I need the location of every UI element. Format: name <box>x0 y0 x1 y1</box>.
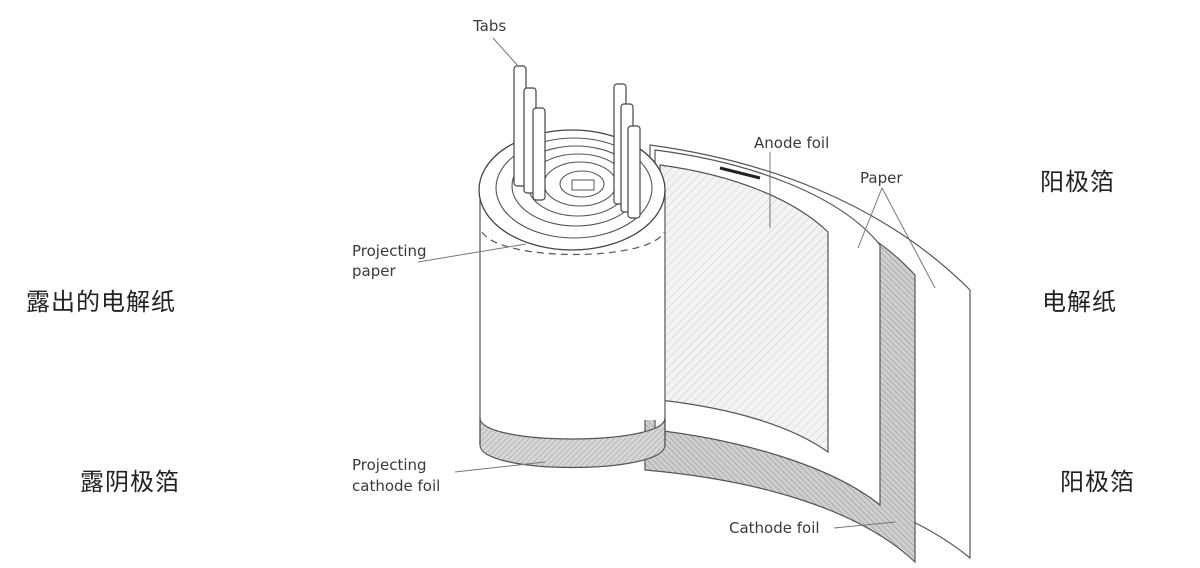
zh-anode-foil-label: 阳极箔 <box>1040 168 1115 196</box>
projecting-cathode-label-1: Projecting <box>352 456 427 474</box>
projecting-cathode-band <box>479 417 666 469</box>
anode-foil-sheet <box>659 164 829 454</box>
projecting-paper-label-2: paper <box>352 262 396 280</box>
anode-foil-edge <box>719 166 761 180</box>
cathode-foil-label: Cathode foil <box>729 519 820 537</box>
tabs-label: Tabs <box>472 17 506 35</box>
zh-cathode-foil-label: 阳极箔 <box>1060 468 1135 496</box>
zh-paper-label: 电解纸 <box>1042 288 1117 316</box>
anode-foil-label: Anode foil <box>754 134 829 152</box>
tabs-left <box>513 65 546 201</box>
projecting-paper-line <box>481 231 665 256</box>
projecting-paper-label-1: Projecting <box>352 242 427 260</box>
zh-exposed-cathode-label: 露阴极箔 <box>80 468 180 496</box>
projecting-cathode-label-2: cathode foil <box>352 477 440 495</box>
paper-label: Paper <box>860 169 903 187</box>
zh-exposed-paper-label: 露出的电解纸 <box>26 288 176 316</box>
tabs-right <box>613 83 641 219</box>
